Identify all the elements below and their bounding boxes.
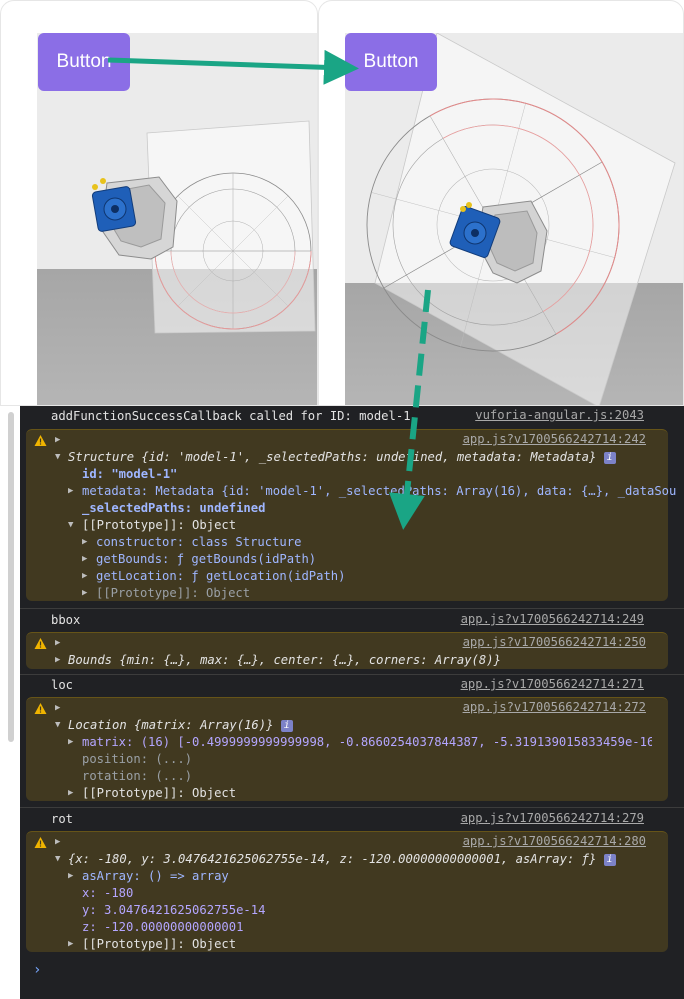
expand-arrow-icon[interactable]: ▶ — [55, 638, 61, 648]
prop-getlocation: getLocation: ƒ getLocation(idPath) — [96, 569, 346, 583]
source-link[interactable]: app.js?v1700566242714:280 — [462, 834, 646, 848]
collapse-arrow-icon[interactable]: ▼ — [55, 854, 61, 864]
expand-arrow-icon[interactable]: ▶ — [82, 537, 88, 547]
prop-prototype: [[Prototype]]: Object — [82, 518, 237, 532]
source-link[interactable]: app.js?v1700566242714:272 — [462, 700, 646, 714]
protractor-dial-icon — [366, 98, 620, 352]
prop-metadata: metadata: Metadata {id: 'model-1', _sele… — [82, 484, 677, 498]
console-prompt-icon[interactable]: › — [33, 962, 42, 978]
prop-prototype: [[Prototype]]: Object — [82, 937, 237, 951]
info-icon: i — [603, 451, 616, 464]
viewer-panel-before: Button — [0, 0, 318, 406]
console-log-row: rot app.js?v1700566242714:279 — [20, 807, 684, 829]
prop-getbounds: getBounds: ƒ getBounds(idPath) — [96, 552, 317, 566]
location-head-text: Location {matrix: Array(16)} — [68, 718, 274, 732]
prop-prototype: [[Prototype]]: Object — [82, 786, 237, 800]
prop-position: position: (...) — [82, 752, 193, 766]
prop-x: x: -180 — [82, 886, 134, 900]
console-log-row: loc app.js?v1700566242714:271 — [20, 674, 684, 696]
protractor-dial-icon — [154, 172, 312, 330]
source-link[interactable]: vuforia-angular.js:2043 — [475, 408, 644, 422]
prop-y: y: 3.0476421625062755e-14 — [82, 903, 266, 917]
prop-selected-paths: _selectedPaths: undefined — [82, 501, 266, 515]
warning-icon — [34, 837, 47, 848]
collapse-arrow-icon[interactable]: ▼ — [68, 520, 74, 530]
console-warning-row: ▶ app.js?v1700566242714:280 ▼ {x: -180, … — [26, 831, 668, 952]
prop-id: id: "model-1" — [82, 467, 178, 481]
protractor-plane — [146, 120, 316, 334]
console-log-row: bbox app.js?v1700566242714:249 — [20, 608, 684, 630]
expand-arrow-icon[interactable]: ▶ — [82, 554, 88, 564]
protractor-scene — [91, 120, 316, 334]
3d-viewport-before[interactable] — [37, 33, 317, 405]
expand-arrow-icon[interactable]: ▶ — [68, 939, 74, 949]
console-scrollbar[interactable] — [8, 412, 14, 742]
rotation-head: {x: -180, y: 3.0476421625062755e-14, z: … — [68, 851, 616, 867]
expand-arrow-icon[interactable]: ▶ — [68, 737, 74, 747]
prop-prototype-2: [[Prototype]]: Object — [96, 586, 251, 600]
expand-arrow-icon[interactable]: ▶ — [55, 837, 61, 847]
prop-z: z: -120.00000000000001 — [82, 920, 244, 934]
bounds-object: Bounds {min: {…}, max: {…}, center: {…},… — [68, 653, 501, 667]
location-head: Location {matrix: Array(16)} i — [68, 717, 293, 733]
source-link[interactable]: app.js?v1700566242714:271 — [460, 677, 644, 691]
console-log-row: addFunctionSuccessCallback called for ID… — [20, 406, 684, 428]
rotation-head-text: {x: -180, y: 3.0476421625062755e-14, z: … — [68, 852, 597, 866]
expand-arrow-icon[interactable]: ▶ — [82, 571, 88, 581]
prop-asarray: asArray: () => array — [82, 869, 229, 883]
expand-arrow-icon[interactable]: ▶ — [68, 788, 74, 798]
info-icon: i — [603, 853, 616, 866]
log-text: loc — [51, 678, 74, 692]
expand-arrow-icon[interactable]: ▶ — [55, 655, 61, 665]
collapse-arrow-icon[interactable]: ▼ — [55, 720, 61, 730]
log-text: bbox — [51, 613, 81, 627]
warning-icon — [34, 435, 47, 446]
prop-matrix: matrix: (16) [-0.4999999999999998, -0.86… — [82, 735, 652, 749]
log-text: rot — [51, 812, 74, 826]
expand-arrow-icon[interactable]: ▶ — [82, 588, 88, 598]
info-icon: i — [280, 719, 293, 732]
prop-constructor: constructor: class Structure — [96, 535, 302, 549]
structure-head-text: Structure {id: 'model-1', _selectedPaths… — [68, 450, 597, 464]
prop-rotation: rotation: (...) — [82, 769, 193, 783]
warning-icon — [34, 703, 47, 714]
source-link[interactable]: app.js?v1700566242714:242 — [462, 432, 646, 446]
source-link[interactable]: app.js?v1700566242714:250 — [462, 635, 646, 649]
expand-arrow-icon[interactable]: ▶ — [68, 871, 74, 881]
source-link[interactable]: app.js?v1700566242714:279 — [460, 811, 644, 825]
console-warning-row: ▶ app.js?v1700566242714:250 ▶ Bounds {mi… — [26, 632, 668, 669]
collapse-arrow-icon[interactable]: ▼ — [55, 452, 61, 462]
right-button[interactable]: Button — [345, 33, 437, 91]
structure-head: Structure {id: 'model-1', _selectedPaths… — [68, 449, 616, 465]
engine-model-icon — [449, 200, 548, 284]
engine-model-icon — [91, 176, 178, 260]
3d-viewport-after[interactable] — [345, 33, 683, 405]
devtools-console: addFunctionSuccessCallback called for ID… — [20, 406, 684, 999]
protractor-scene — [366, 33, 676, 405]
left-button[interactable]: Button — [38, 33, 130, 91]
warning-icon — [34, 638, 47, 649]
console-warning-row: ▶ app.js?v1700566242714:272 ▼ Location {… — [26, 697, 668, 801]
expand-arrow-icon[interactable]: ▶ — [55, 435, 61, 445]
source-link[interactable]: app.js?v1700566242714:249 — [460, 612, 644, 626]
console-warning-row: ▶ app.js?v1700566242714:242 ▼ Structure … — [26, 429, 676, 601]
log-text: addFunctionSuccessCallback called for ID… — [51, 409, 411, 423]
expand-arrow-icon[interactable]: ▶ — [55, 703, 61, 713]
viewer-panel-after: Button — [318, 0, 684, 406]
expand-arrow-icon[interactable]: ▶ — [68, 486, 74, 496]
